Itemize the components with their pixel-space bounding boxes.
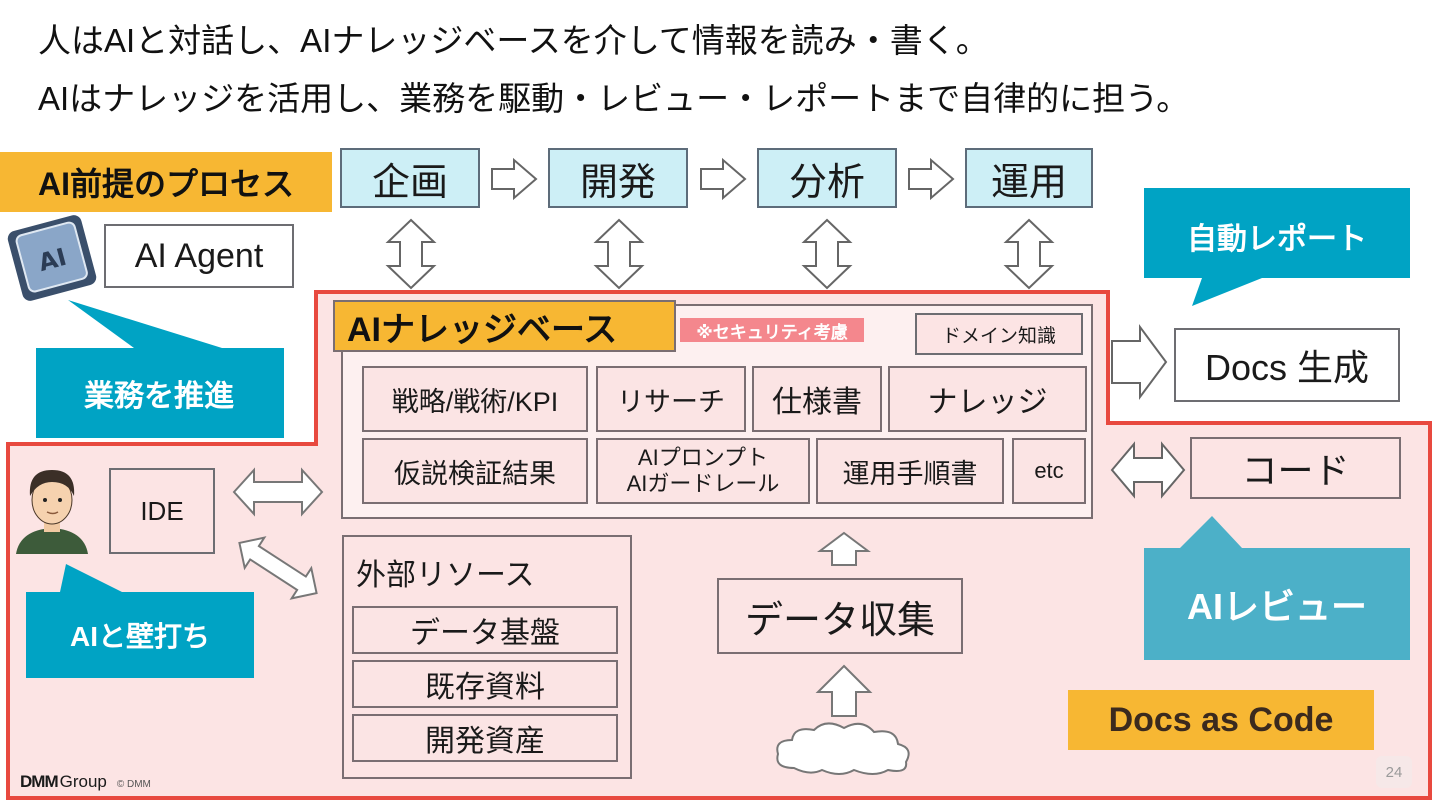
kb-item-prompt: AIプロンプト AIガードレール <box>596 438 810 504</box>
callout-wall-shape <box>26 564 254 678</box>
kb-item-knowledge: ナレッジ <box>888 366 1087 432</box>
updown-arrow-icon <box>1003 218 1055 290</box>
process-title: AI前提のプロセス <box>0 152 332 212</box>
updown-arrow-icon <box>801 218 853 290</box>
updown-arrow-icon <box>593 218 645 290</box>
knowledge-base-title: AIナレッジベース <box>333 300 676 352</box>
docs-generate: Docs 生成 <box>1174 328 1400 402</box>
up-arrow-icon <box>815 664 873 717</box>
external-resources-title: 外部リソース <box>356 559 535 592</box>
ai-chip-icon: AI <box>7 215 97 301</box>
code-box: コード <box>1190 437 1401 499</box>
leftright-arrow-icon <box>1110 441 1186 499</box>
footer-group: Group <box>59 772 107 791</box>
right-arrow-icon <box>908 157 955 201</box>
kb-item-strategy: 戦略/戦術/KPI <box>362 366 588 432</box>
process-step-analyze: 分析 <box>757 148 897 208</box>
callout-report: 自動レポート <box>1187 223 1367 256</box>
right-arrow-icon <box>700 157 747 201</box>
ide-box: IDE <box>109 468 215 554</box>
data-collection-box: データ収集 <box>717 578 963 654</box>
kb-item-spec: 仕様書 <box>752 366 882 432</box>
leftright-arrow-icon <box>232 467 324 517</box>
headline-line-2: AIはナレッジを活用し、業務を駆動・レビュー・レポートまで自律的に担う。 <box>38 80 1190 117</box>
external-item-data-platform: データ基盤 <box>352 606 618 654</box>
security-note: ※セキュリティ考慮 <box>680 318 864 342</box>
callout-business: 業務を推進 <box>84 380 234 413</box>
updown-arrow-icon <box>385 218 437 290</box>
footer-brand: DMM <box>20 772 59 791</box>
right-arrow-icon <box>491 157 538 201</box>
diagonal-arrow-icon <box>238 536 318 600</box>
callout-report-shape <box>1144 188 1410 306</box>
process-step-plan: 企画 <box>340 148 480 208</box>
ai-agent-label: AI Agent <box>104 224 294 288</box>
docs-as-code-label: Docs as Code <box>1068 690 1374 750</box>
kb-item-etc: etc <box>1012 438 1086 504</box>
kb-item-research: リサーチ <box>596 366 746 432</box>
footer-logo: DMM Group © DMM <box>20 772 151 792</box>
up-arrow-icon <box>817 531 871 566</box>
person-avatar-icon <box>16 470 88 554</box>
headline-line-1: 人はAIと対話し、AIナレッジベースを介して情報を読み・書く。 <box>38 22 989 59</box>
kb-item-runbook: 運用手順書 <box>816 438 1004 504</box>
external-item-dev-assets: 開発資産 <box>352 714 618 762</box>
domain-knowledge: ドメイン知識 <box>915 313 1083 355</box>
process-step-develop: 開発 <box>548 148 688 208</box>
right-arrow-icon <box>1111 323 1168 401</box>
callout-review: AIレビュー <box>1186 586 1367 627</box>
page-number: 24 <box>1376 756 1412 788</box>
callout-wall: AIと壁打ち <box>69 621 210 652</box>
callout-review-shape <box>1144 516 1410 660</box>
cloud-icon <box>776 722 910 775</box>
external-item-existing-docs: 既存資料 <box>352 660 618 708</box>
footer-copyright: © DMM <box>116 779 151 790</box>
kb-item-hypothesis: 仮説検証結果 <box>362 438 588 504</box>
process-step-operate: 運用 <box>965 148 1093 208</box>
callout-business-shape <box>36 300 284 438</box>
